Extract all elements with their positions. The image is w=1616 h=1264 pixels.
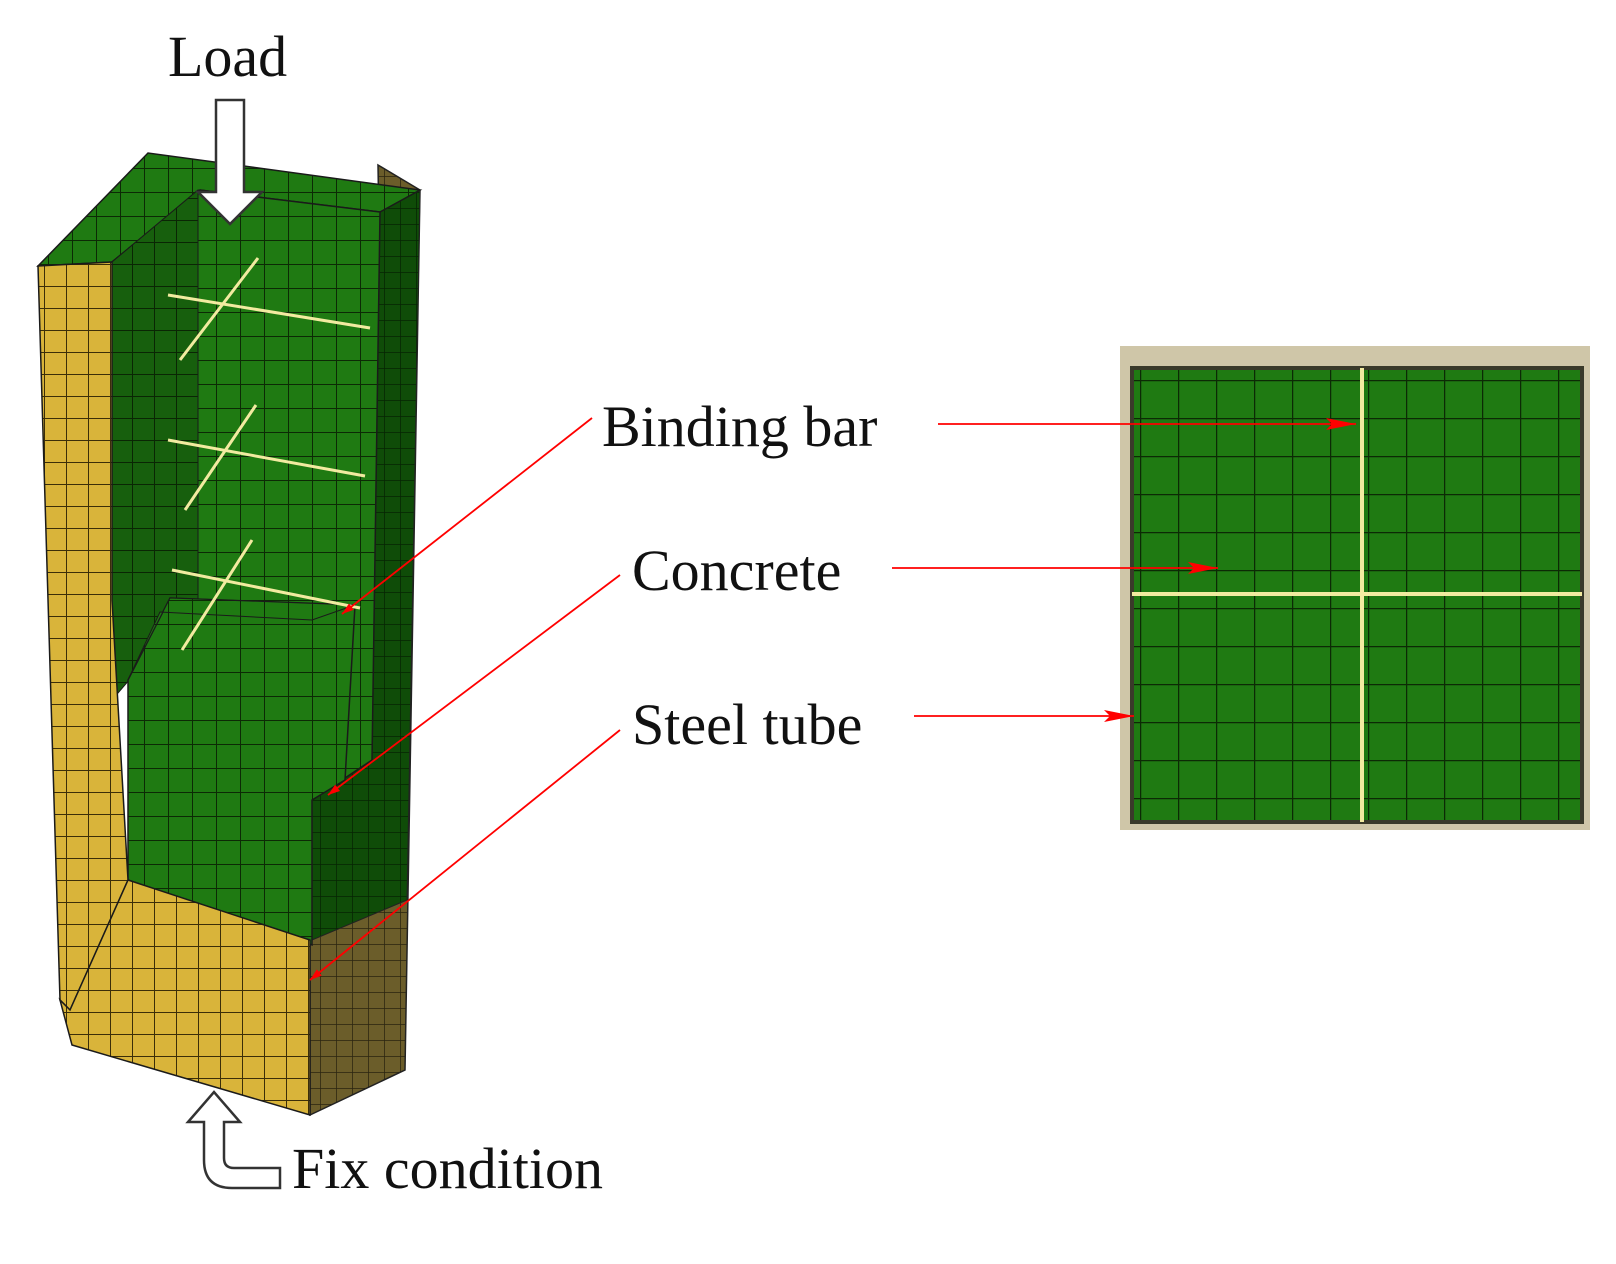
binding-bar-1b (178, 257, 260, 361)
steel-tube-label: Steel tube (632, 692, 862, 757)
load-arrow-icon (194, 98, 266, 226)
cross-section (1120, 346, 1590, 830)
leader-steel-tube-model (309, 729, 621, 981)
concrete-label: Concrete (632, 538, 841, 603)
binding-bar-label: Binding bar (602, 394, 877, 459)
fix-condition-arrow-icon (185, 1090, 282, 1190)
steel-tube-bottom-face (58, 879, 311, 1117)
concrete-core-top (127, 597, 356, 681)
binding-bar-3a (171, 568, 361, 610)
binding-bar-1a (167, 293, 371, 330)
load-label: Load (168, 24, 287, 89)
binding-bar-2b (183, 404, 258, 511)
binding-bar-2a (167, 438, 366, 478)
leader-binding-bar-model (341, 417, 593, 615)
leader-lines-model (309, 417, 621, 981)
binding-bar-3b (180, 539, 254, 651)
leader-lines-section (892, 418, 1356, 722)
leader-concrete-model (327, 574, 621, 796)
fix-condition-label: Fix condition (292, 1136, 603, 1201)
binding-bars (167, 257, 371, 651)
